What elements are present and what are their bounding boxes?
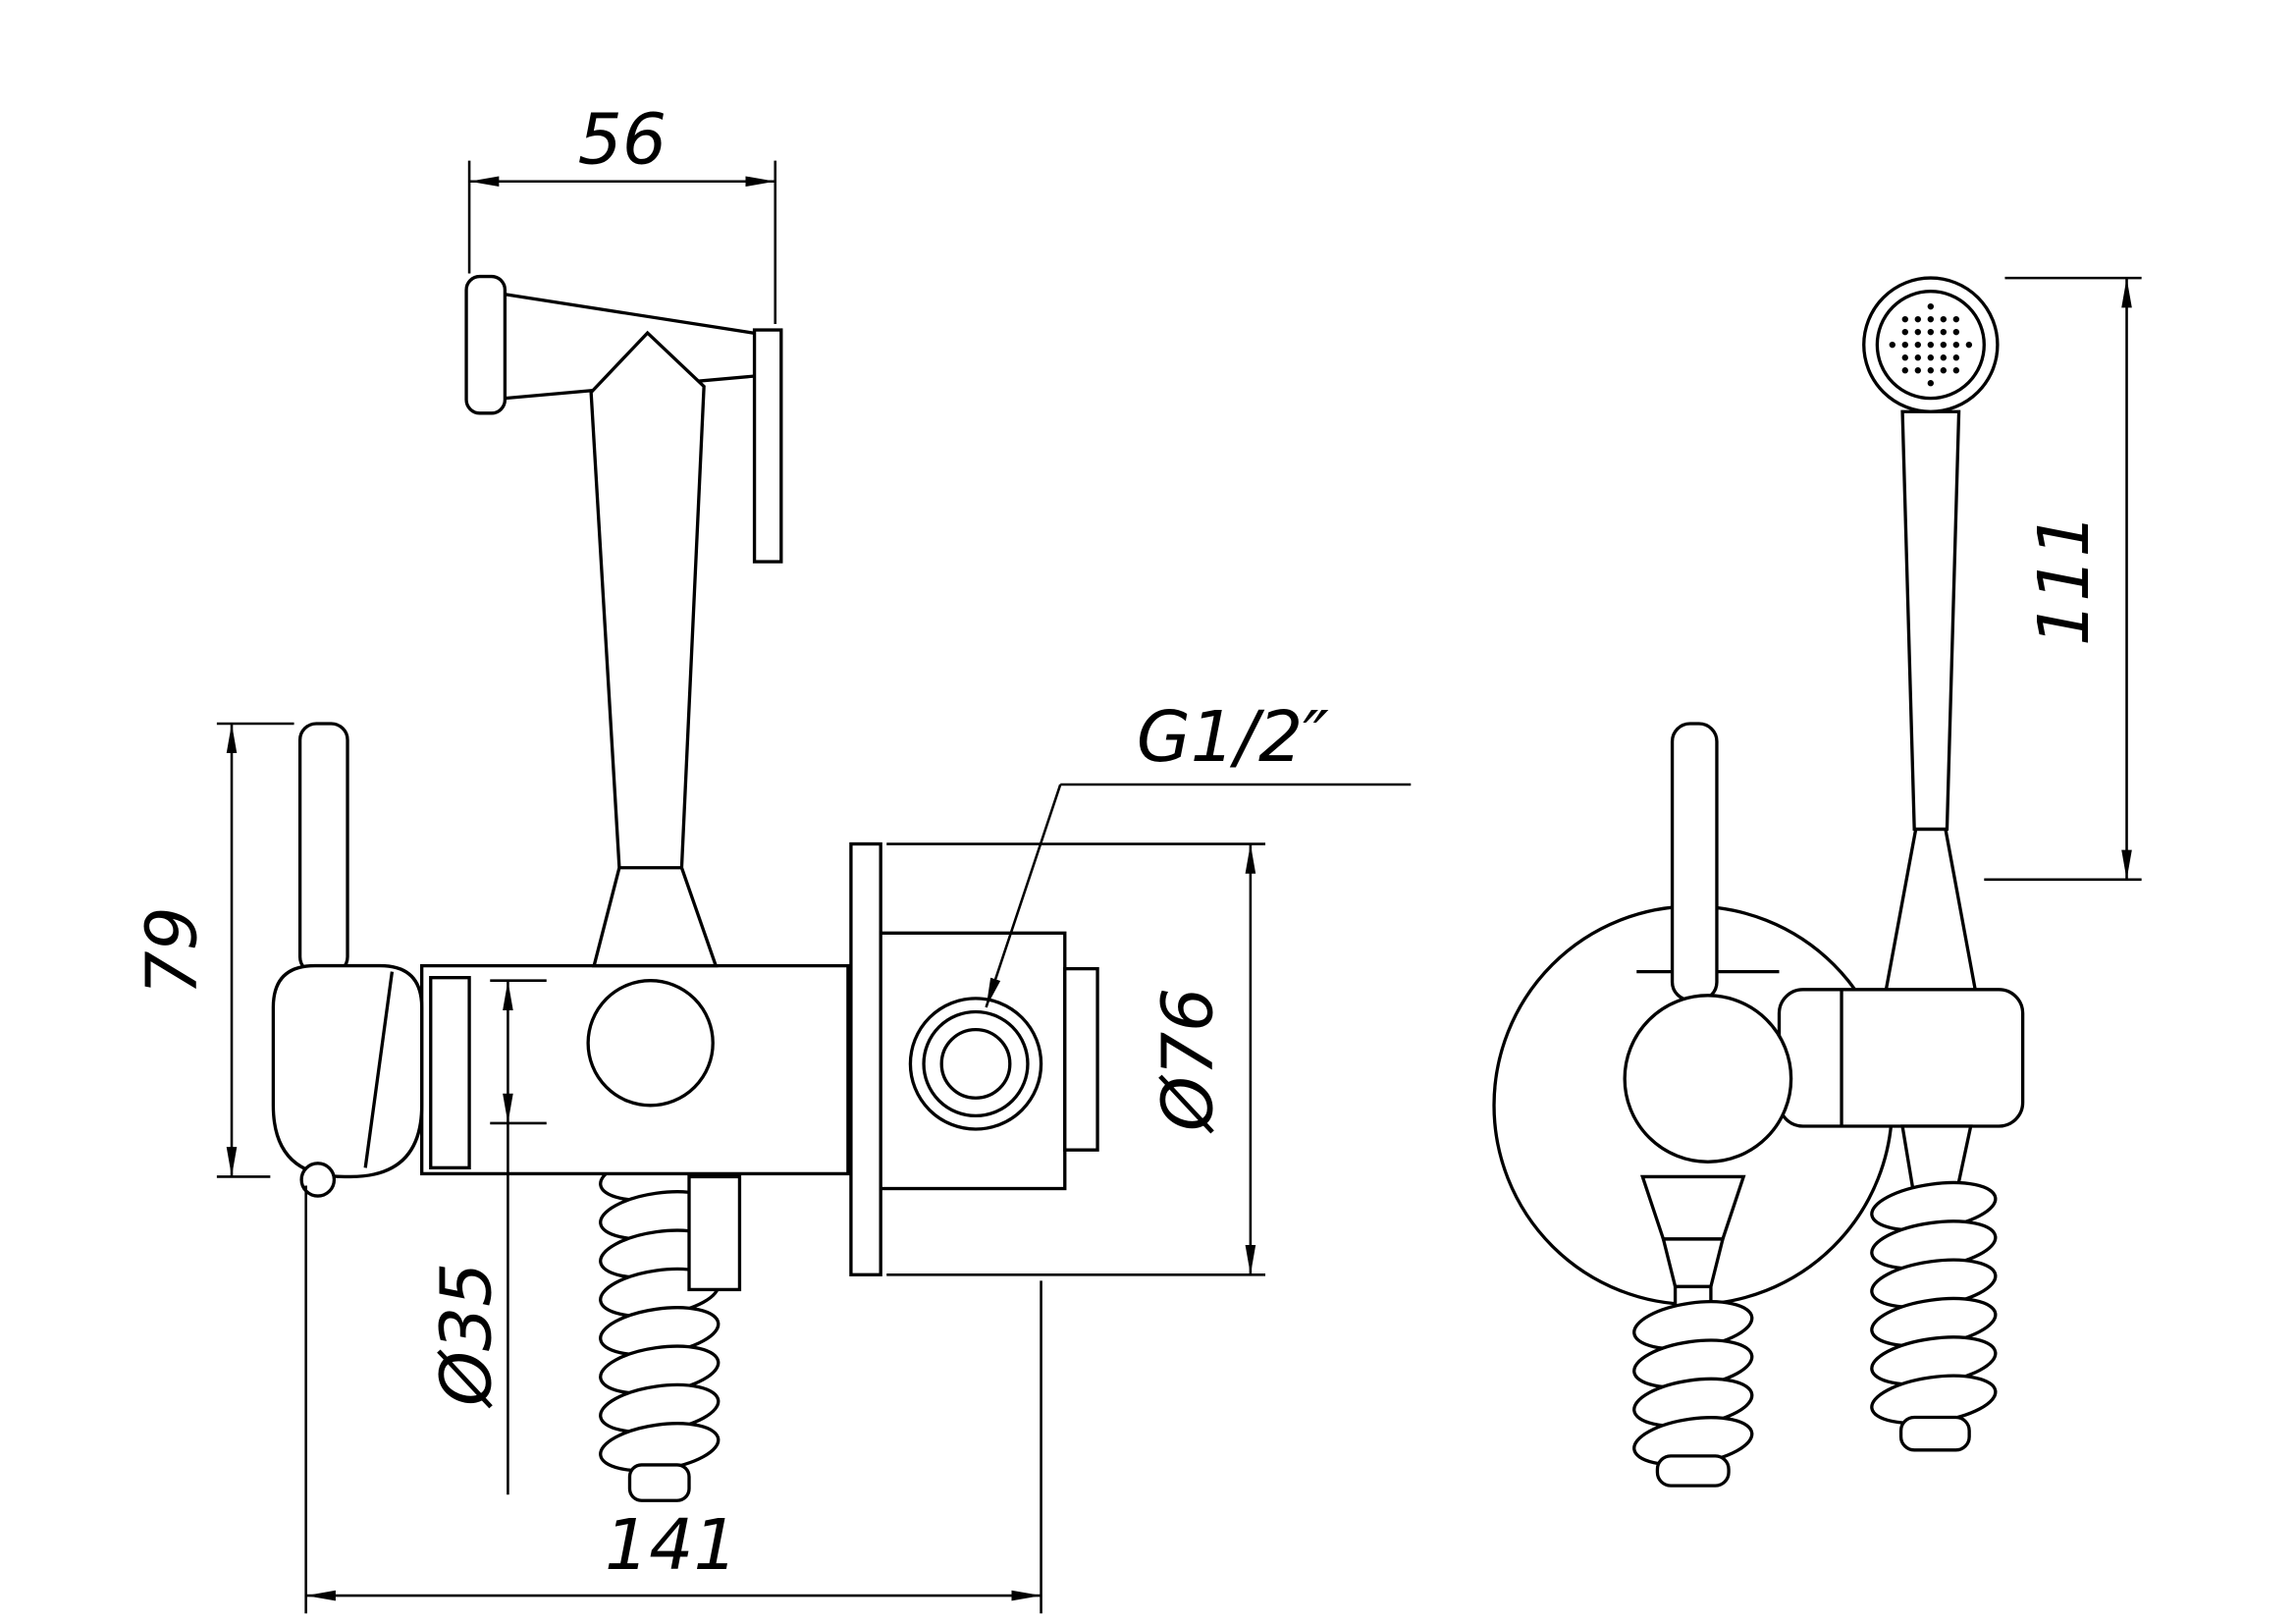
inlet-port-outer <box>908 997 1043 1131</box>
inlet-port-mid <box>922 1009 1030 1118</box>
front-view: 56 79 Ø35 141 G1/2″ Ø76 <box>132 99 1412 1614</box>
valve-body <box>849 841 1099 1276</box>
dim-handset-length: 111 <box>2023 513 2105 646</box>
dim-flange-diameter: Ø76 <box>1148 988 1229 1134</box>
hose-end-cap <box>1655 1454 1731 1488</box>
side-view: 111 <box>1492 276 2142 1488</box>
joint-ball <box>1623 994 1793 1164</box>
dim-overall-width: 141 <box>605 1504 738 1586</box>
valve-step <box>1063 966 1099 1152</box>
hose-outlet-holder <box>1870 1124 1998 1452</box>
lever-ball <box>299 1162 337 1198</box>
spray-head-inner <box>1875 290 1986 401</box>
spray-face-dots <box>1889 302 1973 387</box>
mount-plate <box>752 328 783 564</box>
hose-nut-lower <box>1661 1237 1726 1289</box>
dim-hose-nut-diameter: Ø35 <box>425 1263 507 1409</box>
label-inlet-thread: G1/2″ <box>1137 696 1330 778</box>
spray-cap-front <box>464 274 507 415</box>
dimensions-front: 56 79 Ø35 141 G1/2″ Ø76 <box>132 99 1412 1614</box>
swivel-joint <box>586 979 715 1108</box>
hose-end-cap <box>627 1463 691 1502</box>
handset-shaft <box>589 330 719 968</box>
hose-end-cap <box>1898 1415 1971 1452</box>
hose-connector <box>687 1174 742 1292</box>
dim-lever-height: 79 <box>132 906 213 995</box>
mixer-collar <box>429 976 471 1170</box>
dim-head-width: 56 <box>578 99 667 181</box>
handset-handle <box>1900 409 1961 832</box>
valve-block <box>879 931 1067 1191</box>
handset-side <box>1862 276 2000 992</box>
lever-handle-front <box>297 722 349 975</box>
housing-contour <box>363 971 395 1168</box>
head-top-edge <box>505 293 773 338</box>
holder-arm <box>1777 988 2025 1128</box>
lever-housing <box>271 963 424 1179</box>
handset-cone <box>1884 827 1978 992</box>
hose-nut <box>1900 1124 1973 1191</box>
hose-outlet-center <box>1632 1174 1754 1488</box>
lever-handle-side <box>1670 722 1719 1002</box>
inlet-port-inner <box>939 1027 1012 1100</box>
valve-flange <box>849 841 882 1276</box>
dimensions-side: 111 <box>1984 276 2142 882</box>
